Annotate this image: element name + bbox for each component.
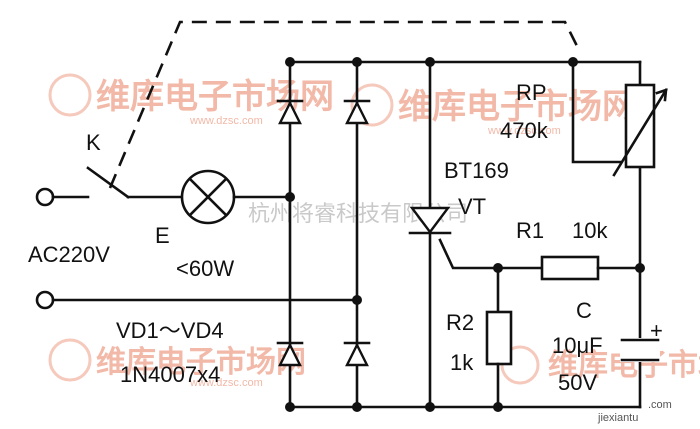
input-terminal-bottom <box>35 290 55 310</box>
watermark-seal-icon <box>48 73 92 117</box>
label-pot-value: 470k <box>500 118 549 143</box>
label-triac: BT169 <box>444 158 509 183</box>
label-r1: R1 <box>516 218 544 243</box>
diode-vd3 <box>276 341 304 367</box>
label-source: AC220V <box>28 242 110 267</box>
label-cap-plus: + <box>650 318 663 343</box>
label-r2-value: 1k <box>450 350 474 375</box>
watermark-bottom: 维库电子市场网 www.dzsc.com <box>48 338 306 389</box>
label-cap-voltage: 50V <box>558 370 597 395</box>
junction-dot <box>425 402 435 412</box>
footer-com: .com <box>648 399 672 411</box>
mechanical-link-dashed <box>108 20 580 189</box>
lamp-e <box>180 169 236 225</box>
junction-dot <box>635 263 645 273</box>
diode-vd2 <box>343 99 371 125</box>
label-cap: C <box>576 298 592 323</box>
footer-site: jiexiantu <box>597 412 638 424</box>
watermark-mid: 维库电子市场网 www.dzsc.com <box>350 83 636 137</box>
watermark-brand: 维库电子市场网 <box>96 77 334 117</box>
switch-k-blade <box>86 166 130 199</box>
label-triac-ref: VT <box>458 194 486 219</box>
watermark-seal-icon <box>350 83 394 127</box>
watermark-brand: 维库电子市场网 <box>398 87 636 127</box>
junction-dot <box>285 402 295 412</box>
junction-dot <box>352 402 362 412</box>
junction-dot <box>568 57 578 67</box>
input-terminal-top <box>35 187 55 207</box>
potentiometer-rp <box>624 83 656 169</box>
arrow-head-icon <box>655 88 668 102</box>
junction-dot <box>493 263 503 273</box>
diode-vd4 <box>343 341 371 367</box>
potentiometer-arrow <box>612 88 668 177</box>
watermark-url: www.dzsc.com <box>189 115 263 127</box>
label-cap-value: 10μF <box>552 333 603 358</box>
junction-dot <box>285 57 295 67</box>
label-rectifier-part: 1N4007x4 <box>120 362 220 387</box>
label-lamp: E <box>155 223 170 248</box>
diode-vd1 <box>276 99 304 125</box>
junction-dot <box>493 402 503 412</box>
junction-dot <box>425 57 435 67</box>
watermark-brand: 维库电子市场网 <box>96 345 306 380</box>
resistor-r2 <box>485 310 513 366</box>
label-rectifier: VD1～VD4 <box>116 318 224 343</box>
watermark-url: www.dzsc.com <box>189 377 263 389</box>
label-pot: RP <box>516 80 547 105</box>
watermark-url: www.dzsc.com <box>487 125 561 137</box>
resistor-r1 <box>540 255 600 281</box>
label-lamp-rating: <60W <box>176 256 234 281</box>
label-r2: R2 <box>446 310 474 335</box>
junction-dot <box>352 295 362 305</box>
junction-dot <box>352 57 362 67</box>
thyristor-vt <box>408 206 500 270</box>
label-r1-value: 10k <box>572 218 608 243</box>
watermark-seal-icon <box>48 338 92 382</box>
junction-dot <box>285 192 295 202</box>
wiper-wire <box>571 60 622 164</box>
label-switch: K <box>86 130 101 155</box>
